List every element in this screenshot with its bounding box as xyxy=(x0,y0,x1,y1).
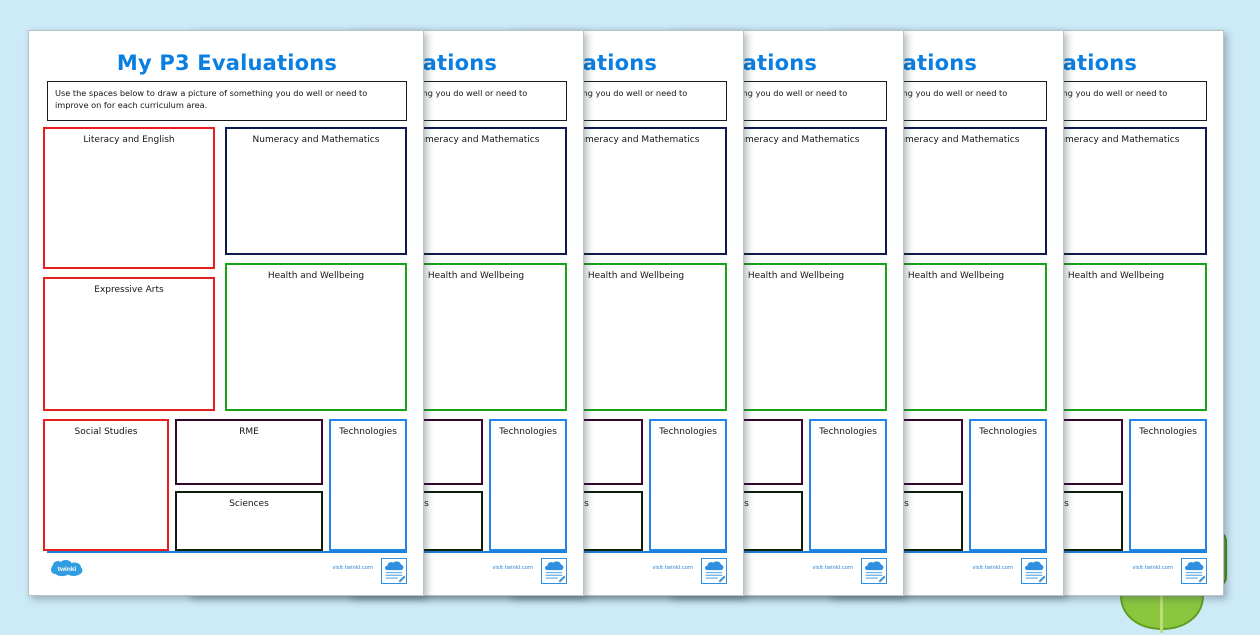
area-label-numeracy: Numeracy and Mathematics xyxy=(892,135,1020,145)
area-label-numeracy: Numeracy and Mathematics xyxy=(412,135,540,145)
area-label-technologies: Technologies xyxy=(659,427,717,437)
area-box-numeracy[interactable]: Numeracy and Mathematics xyxy=(225,127,407,255)
twinkl-badge-icon xyxy=(1184,561,1206,583)
visit-twinkl-link[interactable]: visit twinkl.com xyxy=(492,565,533,571)
twinkl-badge-icon xyxy=(704,561,726,583)
area-box-health[interactable]: Health and Wellbeing xyxy=(225,263,407,411)
area-label-health: Health and Wellbeing xyxy=(747,271,845,281)
footer-divider xyxy=(47,551,407,553)
twinkl-footer-badge-icon xyxy=(1021,558,1047,584)
area-label-technologies: Technologies xyxy=(1139,427,1197,437)
area-label-health: Health and Wellbeing xyxy=(267,271,365,281)
area-label-rme: RME xyxy=(239,427,259,437)
twinkl-badge-icon xyxy=(384,561,406,583)
twinkl-footer-badge-icon xyxy=(861,558,887,584)
twinkl-footer-badge-icon xyxy=(541,558,567,584)
area-box-social[interactable]: Social Studies xyxy=(43,419,169,551)
area-label-technologies: Technologies xyxy=(819,427,877,437)
svg-text:twinkl: twinkl xyxy=(58,566,77,573)
area-label-technologies: Technologies xyxy=(499,427,557,437)
visit-twinkl-link[interactable]: visit twinkl.com xyxy=(812,565,853,571)
area-box-technologies[interactable]: Technologies xyxy=(969,419,1047,551)
area-label-health: Health and Wellbeing xyxy=(427,271,525,281)
visit-twinkl-link[interactable]: visit twinkl.com xyxy=(972,565,1013,571)
area-label-numeracy: Numeracy and Mathematics xyxy=(732,135,860,145)
area-label-social: Social Studies xyxy=(74,427,138,437)
area-label-numeracy: Numeracy and Mathematics xyxy=(252,135,380,145)
area-label-numeracy: Numeracy and Mathematics xyxy=(1052,135,1180,145)
area-box-technologies[interactable]: Technologies xyxy=(489,419,567,551)
twinkl-logo: twinkl xyxy=(47,559,87,579)
area-box-technologies[interactable]: Technologies xyxy=(809,419,887,551)
twinkl-footer-badge-icon xyxy=(701,558,727,584)
twinkl-badge-icon xyxy=(864,561,886,583)
area-label-technologies: Technologies xyxy=(339,427,397,437)
area-label-numeracy: Numeracy and Mathematics xyxy=(572,135,700,145)
area-box-technologies[interactable]: Technologies xyxy=(329,419,407,551)
visit-twinkl-link[interactable]: visit twinkl.com xyxy=(652,565,693,571)
area-box-technologies[interactable]: Technologies xyxy=(649,419,727,551)
area-box-expressive[interactable]: Expressive Arts xyxy=(43,277,215,411)
area-box-rme[interactable]: RME xyxy=(175,419,323,485)
area-label-literacy: Literacy and English xyxy=(83,135,175,145)
instruction-box: Use the spaces below to draw a picture o… xyxy=(47,81,407,121)
area-label-health: Health and Wellbeing xyxy=(907,271,1005,281)
area-box-sciences[interactable]: Sciences xyxy=(175,491,323,551)
area-label-health: Health and Wellbeing xyxy=(1067,271,1165,281)
area-box-technologies[interactable]: Technologies xyxy=(1129,419,1207,551)
twinkl-footer-badge-icon xyxy=(381,558,407,584)
page-title: My P3 Evaluations xyxy=(116,51,338,75)
visit-twinkl-link[interactable]: visit twinkl.com xyxy=(1132,565,1173,571)
area-label-expressive: Expressive Arts xyxy=(94,285,164,295)
area-label-technologies: Technologies xyxy=(979,427,1037,437)
area-label-health: Health and Wellbeing xyxy=(587,271,685,281)
area-label-sciences: Sciences xyxy=(229,499,269,509)
twinkl-footer-badge-icon xyxy=(1181,558,1207,584)
twinkl-badge-icon xyxy=(544,561,566,583)
visit-twinkl-link[interactable]: visit twinkl.com xyxy=(332,565,373,571)
twinkl-logo-icon: twinkl xyxy=(51,560,83,577)
area-box-literacy[interactable]: Literacy and English xyxy=(43,127,215,269)
twinkl-badge-icon xyxy=(1024,561,1046,583)
